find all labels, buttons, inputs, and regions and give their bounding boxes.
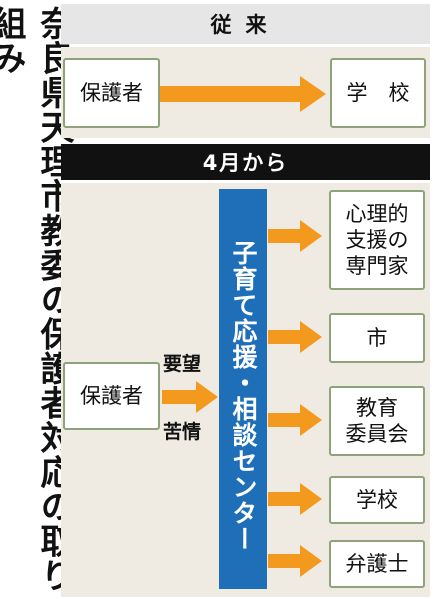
label-complaint: 苦情 [163, 421, 202, 443]
section-header-before: 従来 [61, 4, 430, 44]
support-center-bar: 子育て応援・相談センター [219, 189, 267, 589]
arrow-to-lawyer [268, 545, 322, 577]
diagram-title: 奈良県天理市教委の保護者対応の取り組み [0, 6, 74, 593]
guardian-box-before: 保護者 [63, 58, 160, 128]
label-request: 要望 [163, 353, 202, 375]
section-header-april: 4月から [61, 144, 430, 180]
target-psychological-expert: 心理的 支援の 専門家 [329, 190, 425, 290]
arrow-to-board [268, 404, 322, 436]
school-box-before: 学 校 [330, 58, 426, 128]
target-board-of-education: 教育 委員会 [329, 386, 425, 456]
arrow-to-school [268, 483, 322, 515]
target-lawyer: 弁護士 [329, 540, 425, 588]
arrow-to-city [268, 321, 322, 353]
target-school: 学校 [329, 476, 425, 524]
arrow-to-center [162, 381, 218, 413]
arrow-to-psych [268, 220, 322, 252]
guardian-box-april: 保護者 [63, 362, 160, 430]
arrow-before [160, 76, 326, 112]
target-city: 市 [329, 313, 425, 363]
